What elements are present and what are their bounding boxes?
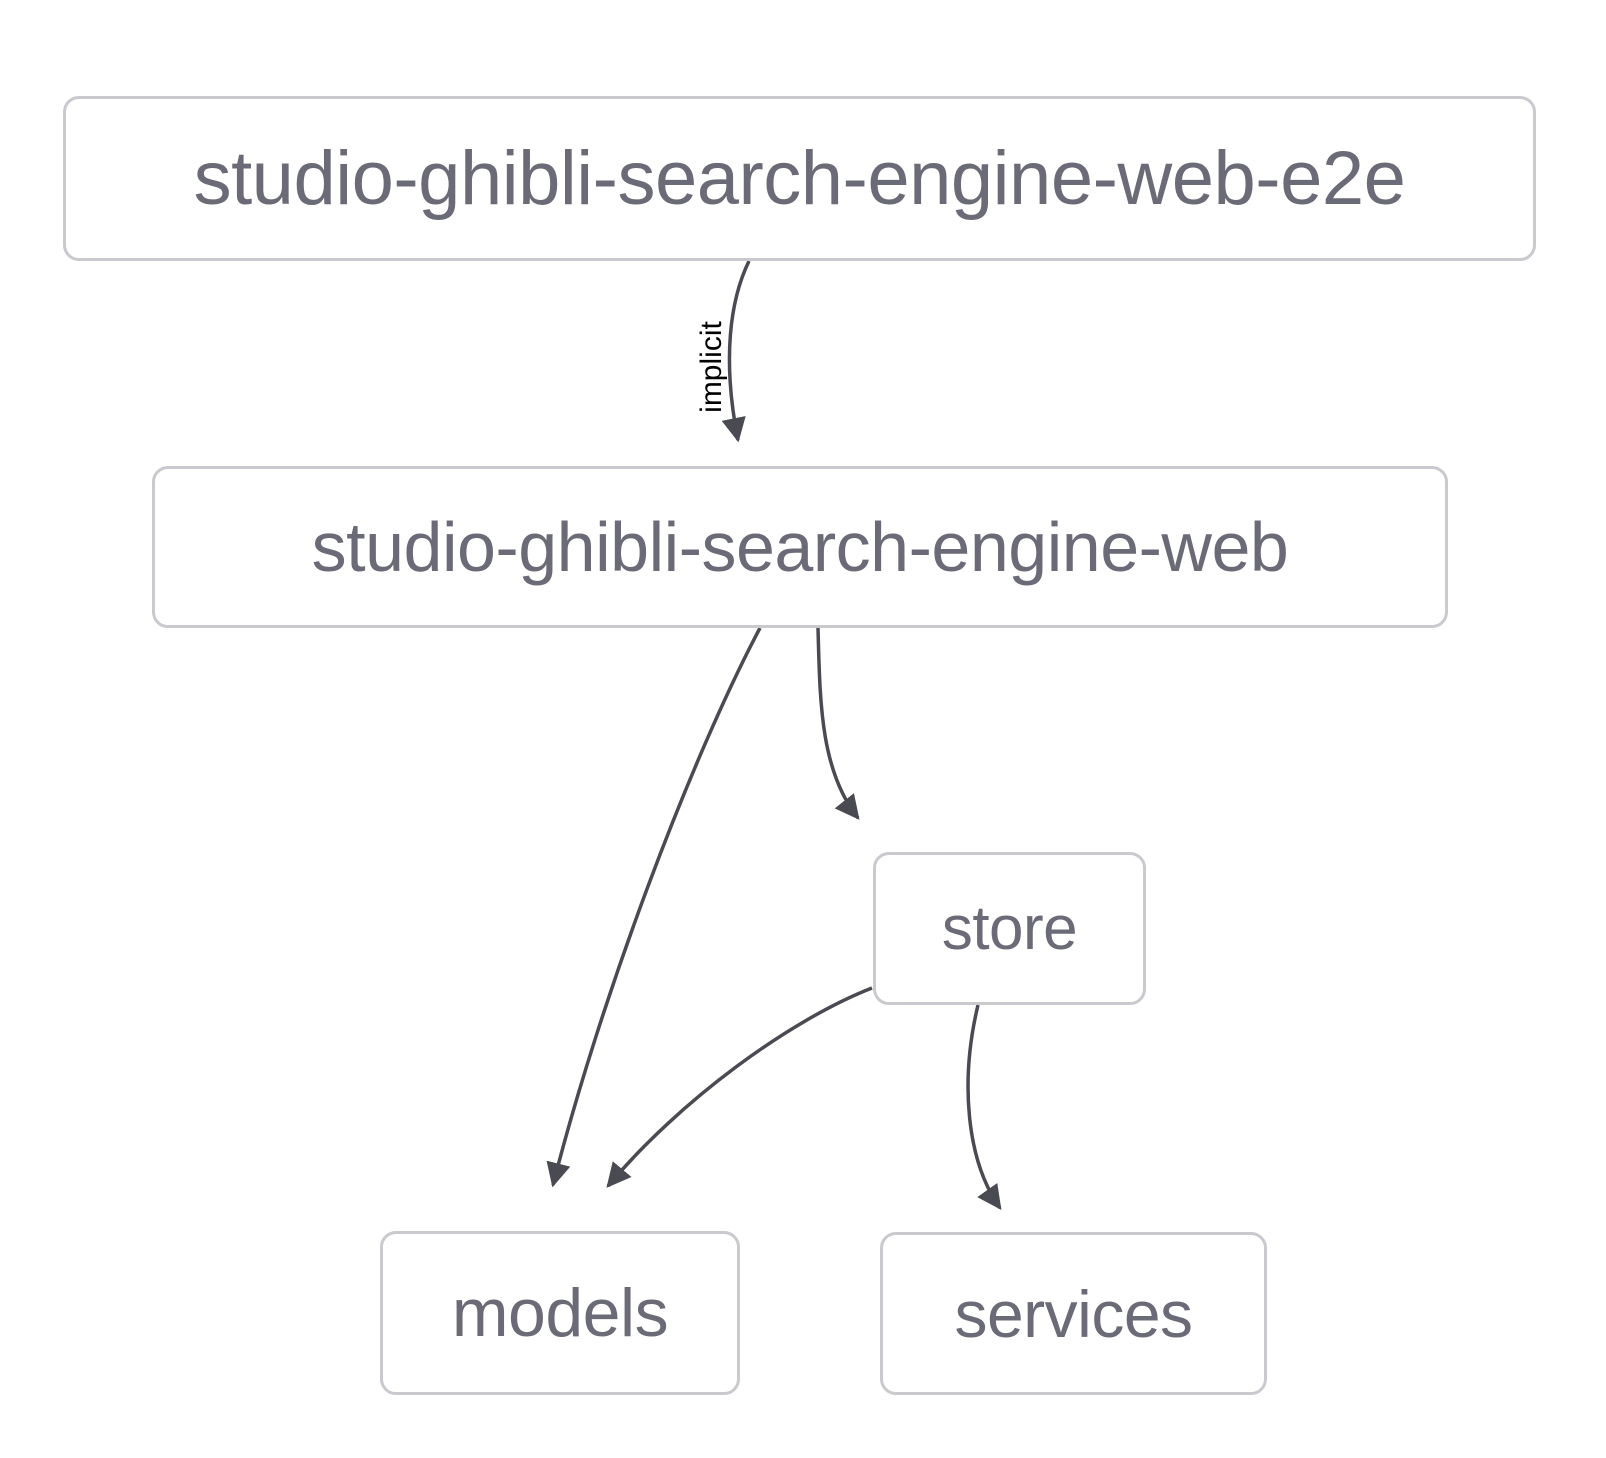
node-label: store — [941, 893, 1078, 963]
edge-store-to-services — [966, 1004, 1002, 1211]
edge-label-implicit: implicit — [695, 321, 728, 413]
node-studio-ghibli-search-engine-web[interactable]: studio-ghibli-search-engine-web — [152, 466, 1448, 628]
node-studio-ghibli-search-engine-web-e2e[interactable]: studio-ghibli-search-engine-web-e2e — [63, 96, 1536, 261]
node-services[interactable]: services — [880, 1232, 1267, 1395]
node-label: models — [451, 1275, 669, 1351]
edge-store-to-models — [606, 986, 873, 1188]
node-label: services — [954, 1276, 1193, 1351]
node-models[interactable]: models — [380, 1231, 740, 1395]
node-label: studio-ghibli-search-engine-web-e2e — [193, 135, 1406, 221]
node-label: studio-ghibli-search-engine-web — [311, 508, 1289, 586]
edge-web-to-models — [546, 627, 762, 1188]
edge-web-to-store — [816, 627, 860, 820]
node-store[interactable]: store — [873, 852, 1146, 1005]
edge-root-to-web — [721, 260, 751, 443]
